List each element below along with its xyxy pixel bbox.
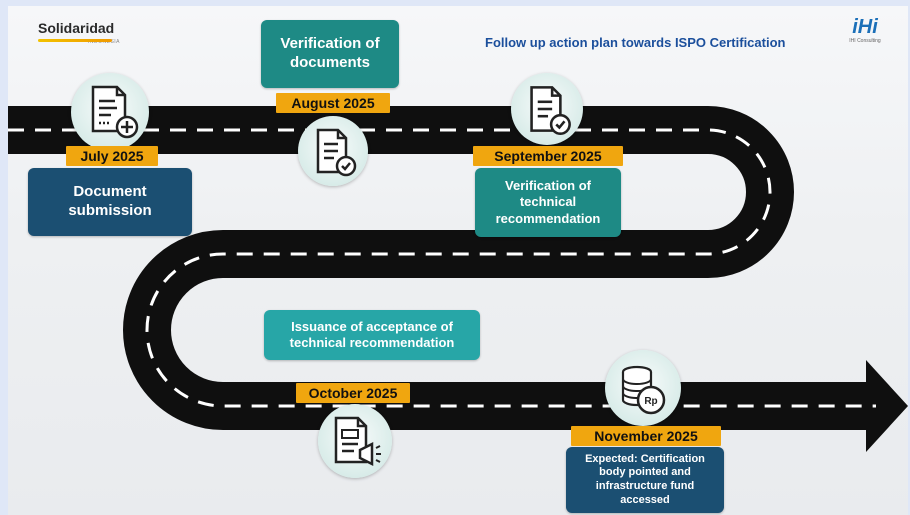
milestone-3-date: September 2025 [473,146,623,166]
document-check-icon [316,128,357,177]
milestone-4-date: October 2025 [296,383,410,403]
road-graphic [8,106,908,452]
page-title: Follow up action plan towards ISPO Certi… [485,35,786,50]
milestone-4-label: Issuance of acceptance of technical reco… [264,310,480,360]
logo-left-underline [38,39,112,42]
road-lane-markings [8,128,876,408]
logo-left-sub: INDONESIA [88,39,121,45]
milestone-4-icon-bubble [318,404,392,478]
milestone-5-label: Expected: Certification body pointed and… [566,447,724,513]
road-arrow-head [866,360,908,452]
milestone-1-icon-bubble [71,73,149,151]
milestone-5-icon-bubble: Rp [605,350,681,426]
ihi-consulting-logo: iHi IHI Consulting [843,16,887,44]
coins-rupiah-icon: Rp [621,365,666,415]
milestone-2-label: Verification of documents [261,20,399,88]
milestone-5-date: November 2025 [571,426,721,446]
document-check-icon [530,86,571,135]
rupiah-coin-text: Rp [644,396,657,407]
milestone-1-date: July 2025 [66,146,158,166]
milestone-1-label: Document submission [28,168,192,236]
logo-left-word: Solidaridad [38,20,115,36]
milestone-2-icon-bubble [298,116,368,186]
milestone-2-date: August 2025 [276,93,390,113]
logo-right-caption: IHI Consulting [849,38,881,44]
slide: Solidaridad INDONESIA Follow up action p… [8,6,908,515]
document-plus-icon [91,85,139,139]
milestone-3-icon-bubble [511,73,583,145]
document-megaphone-icon [334,416,381,467]
milestone-3-label: Verification of technical recommendation [475,168,621,237]
logo-right-mark: iHi [852,16,878,38]
solidaridad-logo: Solidaridad INDONESIA [38,20,120,45]
